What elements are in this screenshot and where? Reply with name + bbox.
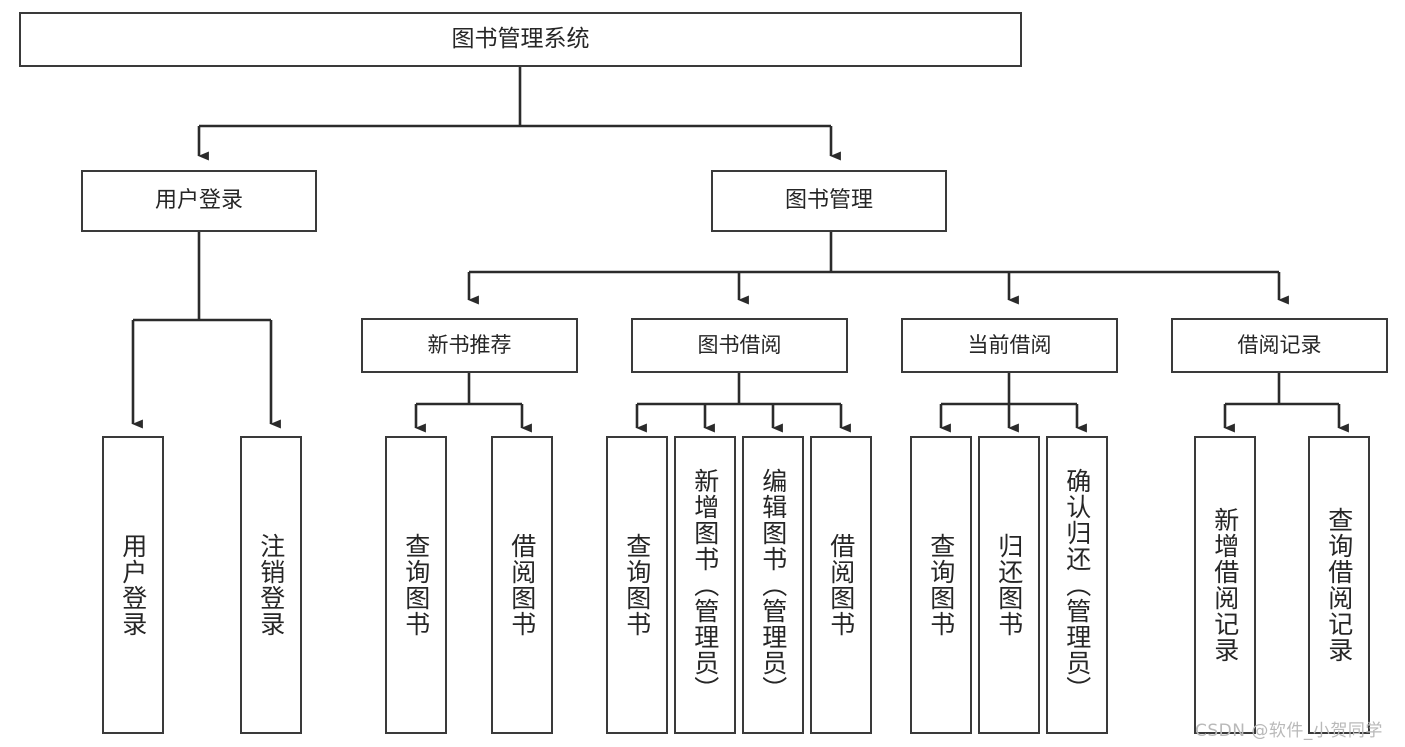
leaf-logout-login[interactable]: 注销登录	[240, 436, 302, 734]
node-book-borrow[interactable]: 图书借阅	[631, 318, 848, 373]
node-label: 查询图书	[926, 533, 956, 637]
leaf-borrow-book-recommend[interactable]: 借阅图书	[491, 436, 553, 734]
leaf-user-login[interactable]: 用户登录	[102, 436, 164, 734]
node-root-system[interactable]: 图书管理系统	[19, 12, 1022, 67]
node-label: 查询借阅记录	[1324, 507, 1354, 663]
leaf-query-borrow-record[interactable]: 查询借阅记录	[1308, 436, 1370, 734]
leaf-query-book-recommend[interactable]: 查询图书	[385, 436, 447, 734]
node-label: 图书借阅	[697, 333, 782, 358]
leaf-query-book-borrow[interactable]: 查询图书	[606, 436, 668, 734]
node-label: 图书管理系统	[451, 25, 590, 52]
node-book-management[interactable]: 图书管理	[711, 170, 947, 232]
node-new-book-recommend[interactable]: 新书推荐	[361, 318, 578, 373]
node-label: 用户登录	[154, 188, 243, 214]
leaf-confirm-return-admin[interactable]: 确认归还（管理员）	[1046, 436, 1108, 734]
leaf-return-book[interactable]: 归还图书	[978, 436, 1040, 734]
node-borrow-record[interactable]: 借阅记录	[1171, 318, 1388, 373]
leaf-edit-book-admin[interactable]: 编辑图书（管理员）	[742, 436, 804, 734]
node-label: 借阅图书	[826, 533, 856, 637]
node-label: 借阅记录	[1237, 333, 1322, 358]
node-label: 用户登录	[118, 533, 148, 637]
node-label: 当前借阅	[967, 333, 1052, 358]
node-label: 归还图书	[994, 533, 1024, 637]
node-current-borrow[interactable]: 当前借阅	[901, 318, 1118, 373]
node-label: 查询图书	[622, 533, 652, 637]
node-label: 编辑图书（管理员）	[758, 468, 788, 702]
leaf-borrow-book[interactable]: 借阅图书	[810, 436, 872, 734]
leaf-add-borrow-record[interactable]: 新增借阅记录	[1194, 436, 1256, 734]
node-label: 新书推荐	[427, 333, 512, 358]
node-user-login[interactable]: 用户登录	[81, 170, 317, 232]
node-label: 确认归还（管理员）	[1062, 468, 1092, 702]
csdn-watermark: CSDN @软件_小贺同学	[1195, 721, 1383, 741]
leaf-query-book-current[interactable]: 查询图书	[910, 436, 972, 734]
node-label: 借阅图书	[507, 533, 537, 637]
node-label: 图书管理	[784, 188, 873, 214]
node-label: 新增图书（管理员）	[690, 468, 720, 702]
leaf-add-book-admin[interactable]: 新增图书（管理员）	[674, 436, 736, 734]
node-label: 注销登录	[256, 533, 286, 637]
node-label: 查询图书	[401, 533, 431, 637]
node-label: 新增借阅记录	[1210, 507, 1240, 663]
